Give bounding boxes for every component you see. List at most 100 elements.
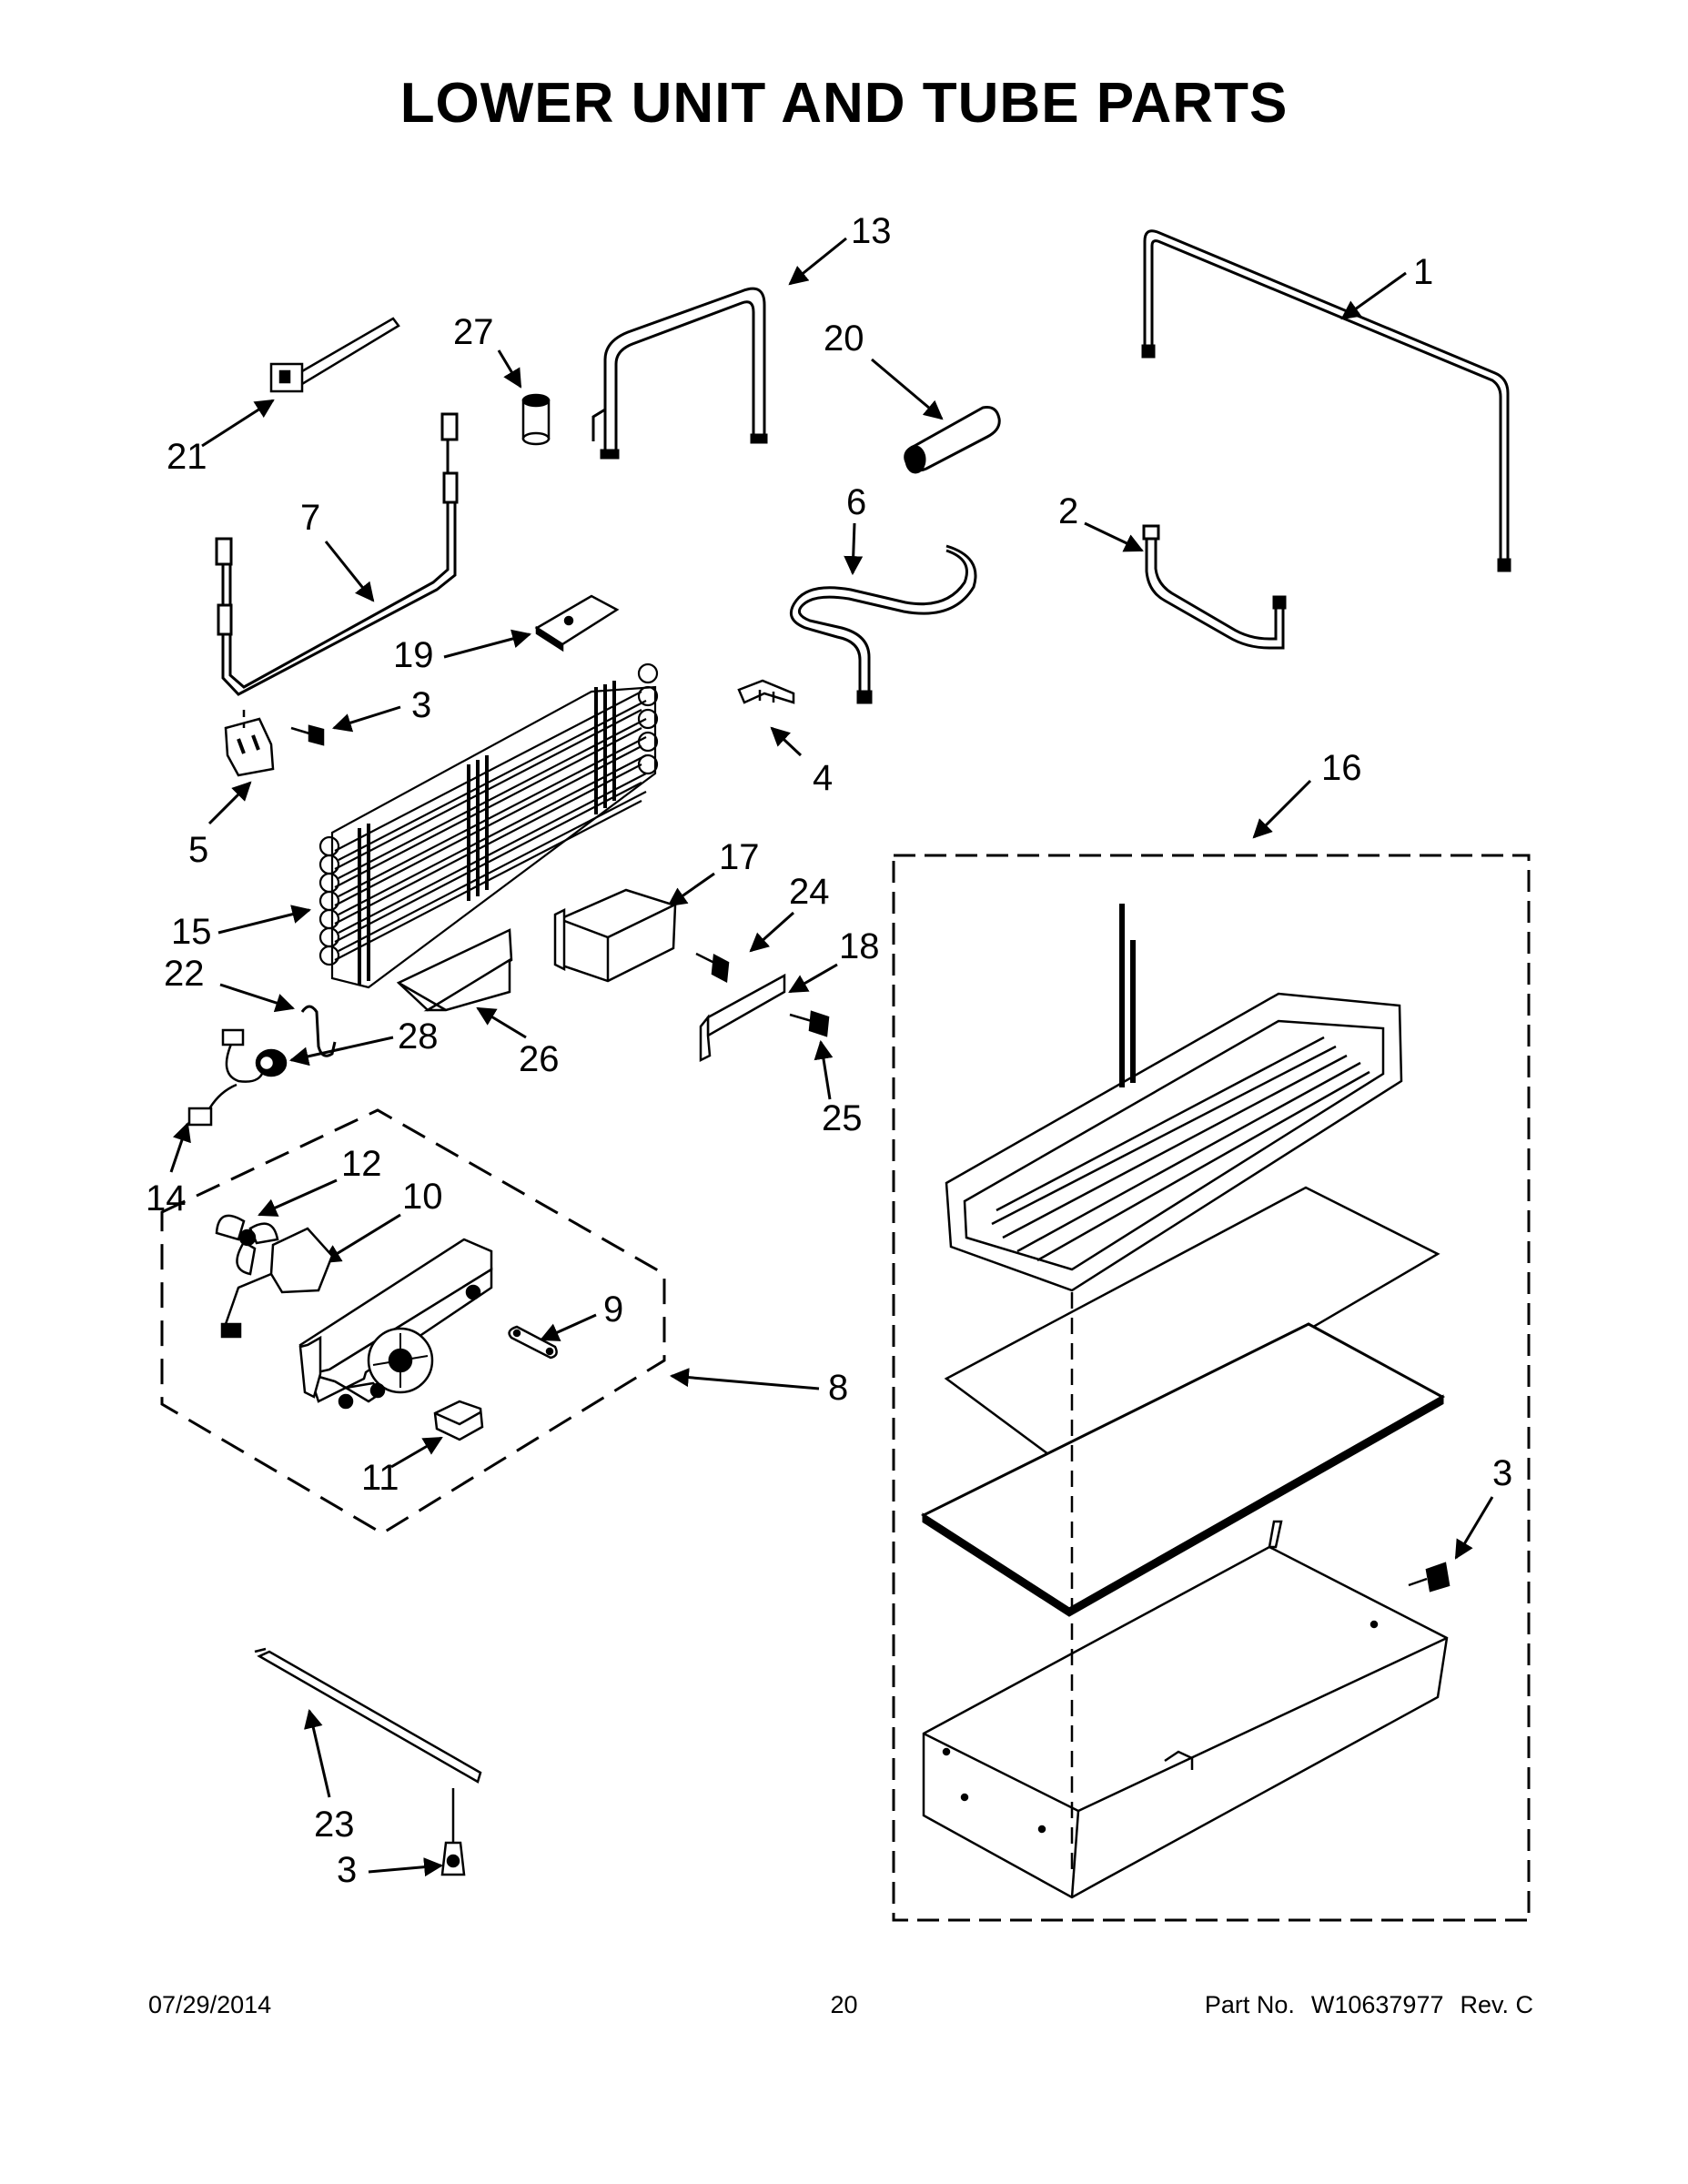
leader-25 xyxy=(814,1039,834,1100)
leader-9 xyxy=(540,1313,597,1341)
callout-10: 10 xyxy=(402,1177,443,1217)
footer-revision: Rev. C xyxy=(1460,1991,1533,2018)
part-22-s-hook xyxy=(300,1005,337,1057)
footer-part-number: Part No. W10637977 Rev. C xyxy=(1188,1991,1533,2019)
part-2-tube xyxy=(1142,524,1287,650)
callout-15: 15 xyxy=(171,912,212,952)
part-16-panel-lower xyxy=(920,1322,1446,1617)
fan-assembly-group-outline xyxy=(160,1108,666,1535)
footer-part-value: W10637977 xyxy=(1310,1991,1444,2018)
coil-return-bends xyxy=(318,662,659,966)
leader-14 xyxy=(169,1122,191,1173)
callout-11: 11 xyxy=(361,1458,399,1498)
callout-14: 14 xyxy=(146,1178,187,1218)
leader-2 xyxy=(1084,521,1144,552)
callout-28: 28 xyxy=(398,1016,439,1057)
leader-15 xyxy=(217,905,312,935)
part-17-bracket xyxy=(553,888,677,983)
footer-part-label: Part No. xyxy=(1204,1991,1295,2018)
callout-19: 19 xyxy=(393,635,434,675)
part-3-screw-bottom xyxy=(440,1788,466,1876)
leader-3-top xyxy=(331,705,401,733)
leader-23 xyxy=(304,1708,331,1798)
leader-26 xyxy=(476,1006,527,1039)
footer-date: 07/29/2014 xyxy=(148,1991,272,2018)
leader-3-right xyxy=(1454,1496,1494,1560)
leader-11 xyxy=(390,1436,443,1469)
part-11-bracket xyxy=(433,1400,484,1441)
part-21-cable-tie xyxy=(269,317,400,393)
leader-8 xyxy=(669,1368,820,1390)
leader-10 xyxy=(321,1213,401,1264)
part-6-tube xyxy=(789,544,977,704)
leader-19 xyxy=(443,629,532,659)
part-12-fan-blade xyxy=(215,1214,279,1276)
callout-6: 6 xyxy=(846,482,866,522)
leader-12 xyxy=(258,1178,338,1217)
leader-28 xyxy=(288,1036,394,1067)
footer-page-number: 20 xyxy=(830,1991,858,2018)
part-27-cylinder xyxy=(521,393,551,446)
callout-17: 17 xyxy=(719,837,760,877)
leader-arrows xyxy=(169,237,1494,1877)
callout-27: 27 xyxy=(453,312,494,352)
part-16-panel-upper xyxy=(944,1186,1440,1471)
page-title: LOWER UNIT AND TUBE PARTS xyxy=(399,72,1289,135)
leader-7 xyxy=(324,541,375,602)
callout-5: 5 xyxy=(188,830,208,870)
callout-23: 23 xyxy=(314,1805,355,1845)
leader-18 xyxy=(788,963,838,994)
callout-16: 16 xyxy=(1321,748,1362,788)
leader-17 xyxy=(667,872,715,907)
leader-3-bottom xyxy=(368,1857,444,1877)
part-19-pad xyxy=(534,594,620,652)
part-25-screw xyxy=(789,1010,830,1037)
callout-2: 2 xyxy=(1058,491,1078,531)
callout-4: 4 xyxy=(813,758,833,798)
callout-21: 21 xyxy=(167,437,207,477)
part-20-insulation-tube xyxy=(904,406,1001,474)
callout-20: 20 xyxy=(824,318,864,359)
part-3-screw-right xyxy=(1408,1562,1450,1592)
part-24-screw xyxy=(695,952,730,983)
part-23-rail xyxy=(254,1647,482,1784)
callout-7: 7 xyxy=(300,498,320,538)
leader-5 xyxy=(207,781,252,825)
leader-6 xyxy=(844,522,864,576)
part-26-shield xyxy=(396,928,513,1012)
leader-27 xyxy=(497,349,522,389)
callout-25: 25 xyxy=(822,1098,863,1138)
part-3-screw-top xyxy=(290,724,325,746)
leader-21 xyxy=(201,399,275,448)
leader-13 xyxy=(788,237,847,286)
part-9-strap xyxy=(508,1325,558,1360)
callout-26: 26 xyxy=(519,1039,560,1079)
callout-labels: 13 1 27 20 21 6 7 2 19 3 4 16 5 17 24 15… xyxy=(146,211,1512,1890)
callout-18: 18 xyxy=(839,926,880,966)
callout-22: 22 xyxy=(164,954,205,994)
callout-1: 1 xyxy=(1413,252,1433,292)
part-7-wire-harness xyxy=(215,412,459,696)
leader-4 xyxy=(770,726,803,757)
leader-20 xyxy=(871,358,944,420)
part-28-sensor xyxy=(206,1028,288,1113)
drain-pan-group-outline xyxy=(892,854,1531,1922)
callout-13: 13 xyxy=(851,211,892,251)
callout-9: 9 xyxy=(603,1289,623,1330)
part-1-condenser-tube xyxy=(1141,229,1511,572)
callout-3-bottom: 3 xyxy=(337,1850,357,1890)
part-14-connector xyxy=(187,1107,213,1127)
part-18-plate xyxy=(699,973,786,1063)
coil-fins xyxy=(358,681,616,985)
part-4-clip xyxy=(737,679,795,704)
callout-24: 24 xyxy=(789,872,830,912)
leader-16 xyxy=(1252,779,1312,839)
part-16-base-pan xyxy=(922,1520,1449,1899)
part-13-tube xyxy=(591,287,768,460)
callout-3-top: 3 xyxy=(411,685,431,725)
part-10-fan-motor xyxy=(220,1227,334,1339)
part-15-evaporator-coil xyxy=(318,662,659,989)
leader-22 xyxy=(219,983,295,1013)
part-5-bracket xyxy=(224,710,275,777)
leader-1 xyxy=(1340,271,1407,320)
